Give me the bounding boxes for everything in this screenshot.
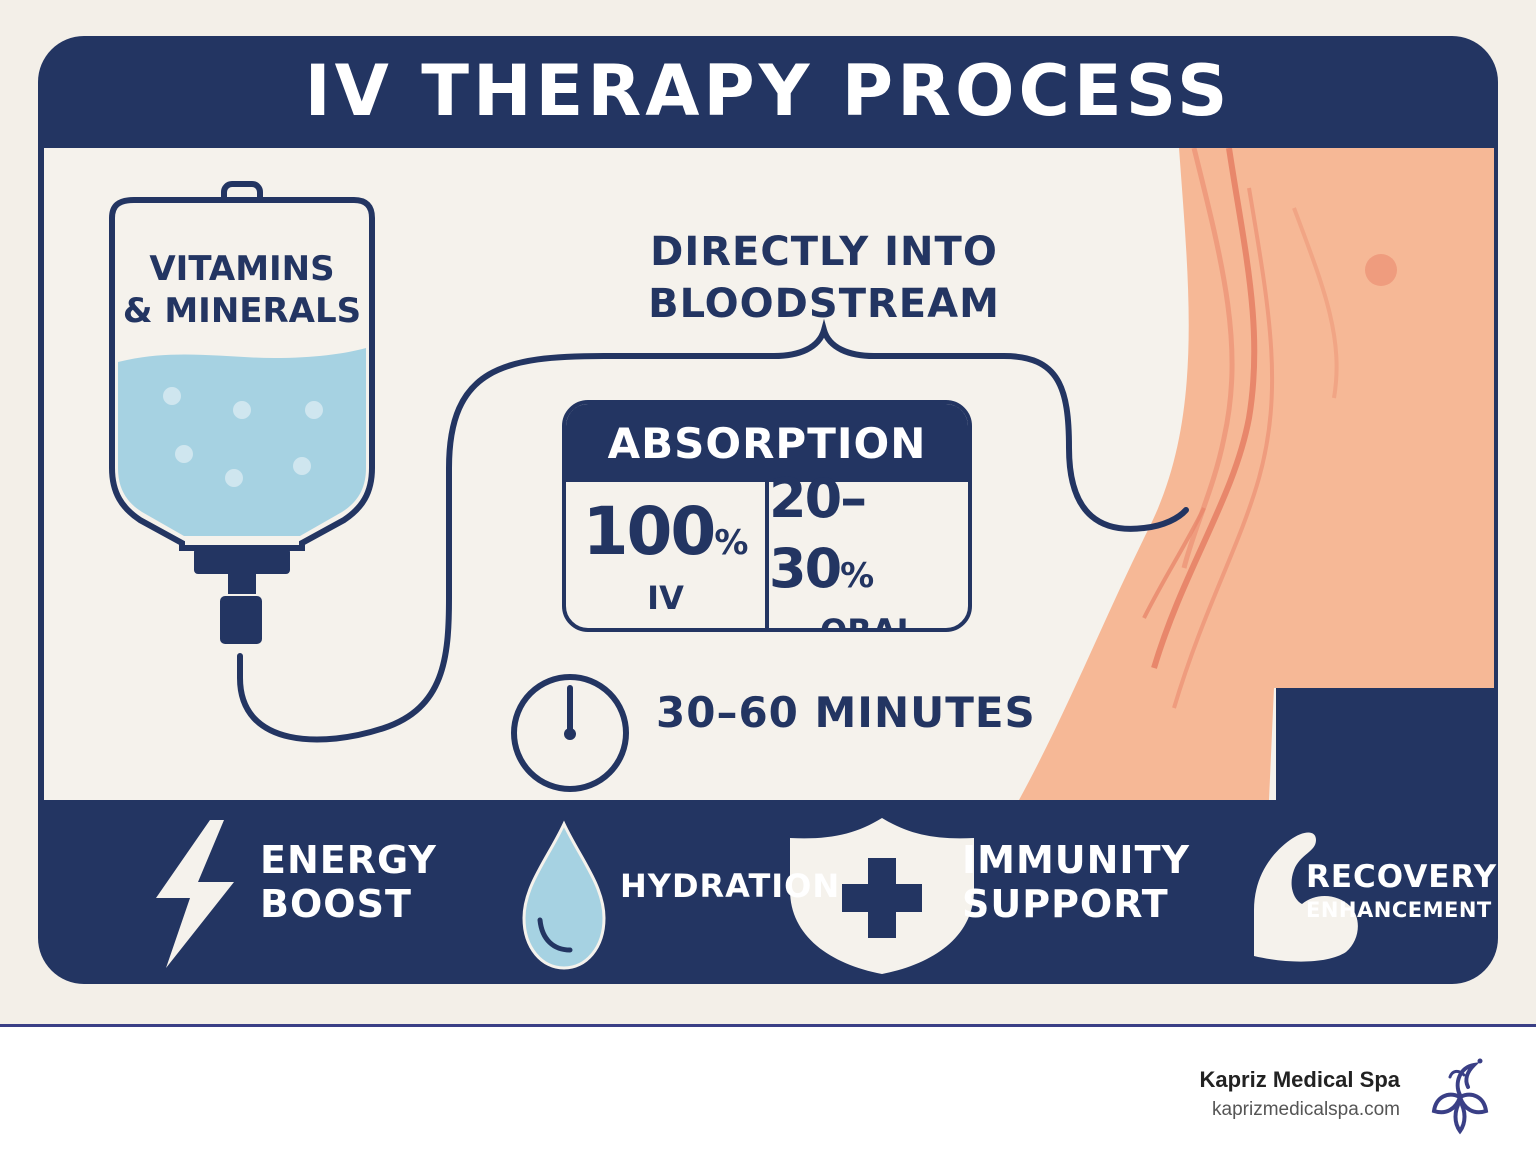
benefit-hydration: HYDRATION xyxy=(620,866,840,906)
benefit-immunity-line2: SUPPORT xyxy=(962,882,1169,926)
absorption-heading: ABSORPTION xyxy=(566,404,968,482)
iv-tube xyxy=(237,318,1189,743)
absorption-oral: 20–30% ORAL xyxy=(765,467,968,632)
duration-label: 30–60 MINUTES xyxy=(656,688,1036,737)
flexed-arm-icon xyxy=(1254,832,1358,962)
absorption-iv: 100% IV xyxy=(566,482,765,628)
clock-icon xyxy=(511,674,629,792)
bloodstream-label-line1: DIRECTLY INTO xyxy=(650,229,998,275)
benefits-bar: ENERGY BOOST HYDRATION IMMUNITY SUPPORT … xyxy=(38,800,1498,984)
benefit-recovery-line1: RECOVERY xyxy=(1306,859,1498,895)
absorption-oral-unit: % xyxy=(840,555,875,596)
page-title: IV THERAPY PROCESS xyxy=(304,50,1232,132)
process-illustration xyxy=(109,148,1494,800)
benefit-recovery-line2: ENHANCEMENT xyxy=(1306,898,1492,922)
iv-bag xyxy=(109,181,375,644)
benefit-immunity: IMMUNITY SUPPORT xyxy=(962,838,1190,926)
absorption-iv-label: IV xyxy=(647,578,684,617)
bloodstream-label: DIRECTLY INTO BLOODSTREAM xyxy=(604,226,1044,330)
water-drop-icon xyxy=(522,820,606,970)
footer-divider xyxy=(0,1024,1536,1027)
arm-illustration xyxy=(1019,148,1494,800)
brand-name: Kapriz Medical Spa xyxy=(1199,1067,1400,1092)
process-panel: VITAMINS & MINERALS DIRECTLY INTO BLOODS… xyxy=(44,148,1494,800)
footer: Kapriz Medical Spa kaprizmedicalspa.com xyxy=(0,1027,1536,1154)
brand-url: kaprizmedicalspa.com xyxy=(1212,1099,1400,1120)
benefit-energy-line2: BOOST xyxy=(260,882,412,926)
benefit-energy-line1: ENERGY xyxy=(260,838,437,882)
benefit-hydration-line1: HYDRATION xyxy=(620,867,841,905)
benefit-energy: ENERGY BOOST xyxy=(260,838,437,926)
bloodstream-label-line2: BLOODSTREAM xyxy=(648,281,1000,327)
benefit-icons xyxy=(156,818,1358,974)
absorption-box: ABSORPTION 100% IV 20–30% ORAL xyxy=(562,400,972,632)
brand-logo-icon xyxy=(1431,1058,1489,1135)
iv-bag-label: VITAMINS & MINERALS xyxy=(112,248,372,332)
lightning-icon xyxy=(156,820,234,968)
benefit-recovery: RECOVERY ENHANCEMENT xyxy=(1306,858,1497,924)
infographic-card: IV THERAPY PROCESS xyxy=(38,36,1498,984)
benefit-immunity-line1: IMMUNITY xyxy=(962,838,1191,882)
absorption-iv-unit: % xyxy=(714,522,749,563)
shield-cross-icon xyxy=(790,818,974,974)
absorption-oral-label: ORAL xyxy=(820,611,917,632)
iv-bag-label-line2: & MINERALS xyxy=(122,291,362,331)
absorption-oral-value: 20–30 xyxy=(769,466,867,600)
iv-bag-label-line1: VITAMINS xyxy=(149,249,335,289)
absorption-iv-value: 100 xyxy=(582,492,717,570)
